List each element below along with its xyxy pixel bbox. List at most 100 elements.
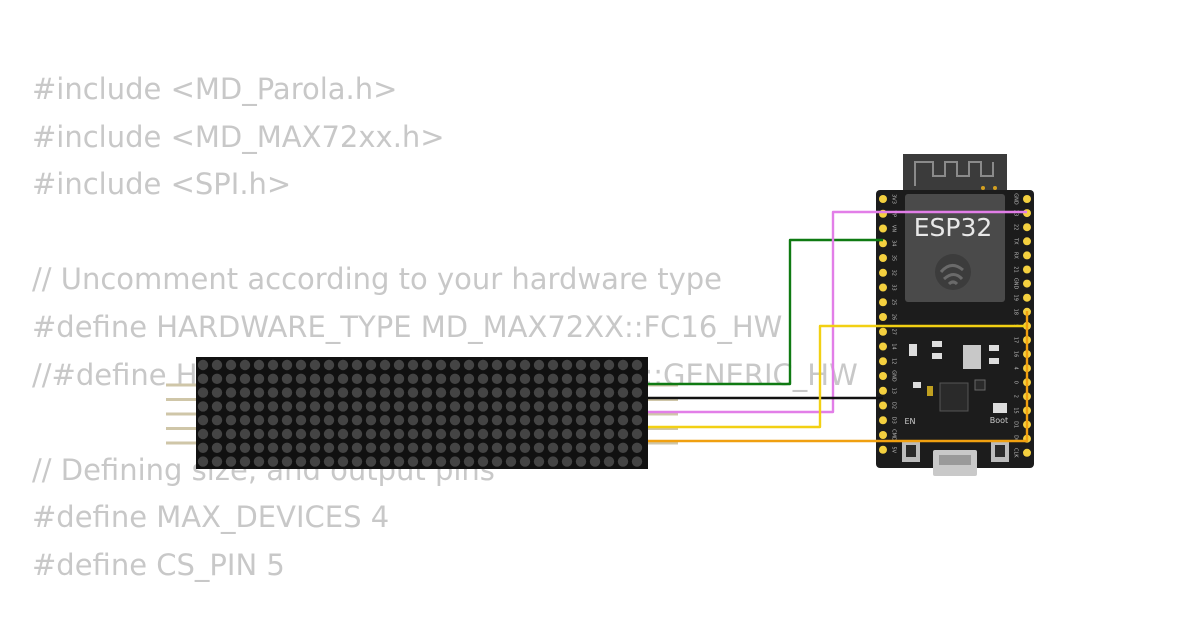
matrix-led — [547, 456, 559, 467]
antenna-area — [903, 154, 1007, 194]
matrix-led — [323, 456, 335, 467]
code-line: #include <MD_MAX72xx.h> — [32, 119, 445, 154]
matrix-led — [589, 359, 601, 371]
pin-label: 2 — [1013, 395, 1019, 398]
matrix-led — [295, 359, 307, 371]
matrix-led — [239, 415, 251, 426]
matrix-led — [491, 415, 503, 426]
smd-component — [989, 345, 999, 351]
matrix-led — [267, 442, 279, 453]
matrix-led — [547, 359, 559, 371]
pin-label: 19 — [1013, 295, 1019, 301]
pin-label: 14 — [891, 343, 897, 349]
matrix-led — [505, 456, 517, 467]
matrix-led — [449, 415, 461, 426]
matrix-led — [309, 359, 321, 371]
matrix-led — [463, 387, 475, 398]
matrix-led — [253, 373, 265, 384]
matrix-led — [547, 428, 559, 440]
pin-pad[interactable] — [879, 416, 887, 425]
pin-pad[interactable] — [879, 386, 887, 395]
matrix-led — [505, 442, 517, 453]
matrix-led — [421, 428, 433, 440]
pin-label: RX — [1013, 252, 1019, 259]
pin-pad[interactable] — [879, 357, 887, 366]
pin-pad[interactable] — [879, 313, 887, 321]
pin-pad[interactable] — [879, 401, 887, 410]
espressif-logo-icon — [935, 254, 971, 290]
pin-pad[interactable] — [879, 239, 887, 248]
pin-pad[interactable] — [879, 298, 887, 307]
matrix-led — [533, 387, 545, 398]
pin-pad[interactable] — [1023, 293, 1031, 302]
matrix-led — [253, 359, 265, 371]
matrix-led — [533, 428, 545, 440]
matrix-led — [463, 456, 475, 467]
pin-label: 12 — [891, 358, 897, 364]
esp32-devkit[interactable]: ESP32 EN Boot 3V3VPVN343532332526271412G… — [876, 154, 1034, 476]
matrix-led-dots — [197, 359, 643, 467]
matrix-led — [197, 456, 209, 467]
matrix-led — [211, 373, 223, 384]
matrix-led — [547, 442, 559, 453]
matrix-led — [295, 456, 307, 467]
led-matrix-module[interactable] — [196, 357, 648, 469]
pin-pad[interactable] — [1023, 265, 1031, 274]
pin-pad[interactable] — [879, 327, 887, 336]
code-line: #define CS_PIN 5 — [32, 547, 285, 582]
wire-clk — [648, 311, 1029, 443]
matrix-led — [561, 373, 573, 384]
pin-label: 16 — [1013, 351, 1019, 357]
matrix-led — [309, 373, 321, 384]
matrix-led — [281, 401, 293, 412]
matrix-led — [211, 415, 223, 426]
matrix-led — [631, 373, 643, 384]
matrix-led — [575, 415, 587, 426]
matrix-led — [491, 428, 503, 440]
pin-pad[interactable] — [879, 431, 887, 439]
matrix-led — [379, 359, 391, 371]
pin-pad[interactable] — [879, 195, 887, 203]
matrix-led — [337, 442, 349, 453]
matrix-led — [295, 442, 307, 453]
pin-pad[interactable] — [1023, 251, 1031, 260]
matrix-led — [309, 387, 321, 398]
matrix-led — [365, 415, 377, 426]
matrix-led — [225, 428, 237, 440]
matrix-led — [407, 359, 419, 371]
smd-component — [932, 353, 942, 359]
pin-pad[interactable] — [1023, 448, 1031, 457]
matrix-led — [561, 359, 573, 371]
pin-pad[interactable] — [1023, 237, 1031, 246]
matrix-led — [589, 428, 601, 440]
pin-label: D3 — [891, 417, 897, 424]
matrix-led — [365, 401, 377, 412]
matrix-led — [617, 373, 629, 384]
pin-pad[interactable] — [879, 445, 887, 454]
pin-pad[interactable] — [1023, 279, 1031, 288]
pin-pad[interactable] — [1023, 195, 1031, 203]
pin-label: 34 — [891, 240, 897, 246]
pin-pad[interactable] — [879, 224, 887, 233]
matrix-led — [463, 373, 475, 384]
matrix-led — [239, 456, 251, 467]
matrix-led — [281, 373, 293, 384]
matrix-led — [449, 428, 461, 440]
wire-din — [648, 238, 883, 386]
matrix-led — [365, 387, 377, 398]
pin-pad[interactable] — [879, 254, 887, 262]
matrix-led — [239, 428, 251, 440]
pin-pad[interactable] — [879, 372, 887, 380]
matrix-led — [631, 456, 643, 467]
antenna-trace — [914, 161, 994, 186]
pin-pad[interactable] — [879, 342, 887, 351]
pin-label: 32 — [891, 270, 897, 276]
pin-pad[interactable] — [1023, 223, 1031, 232]
matrix-led — [393, 428, 405, 440]
matrix-led — [295, 401, 307, 412]
pin-label: GND — [891, 370, 897, 382]
pin-pad[interactable] — [879, 283, 887, 292]
matrix-led — [281, 456, 293, 467]
pin-pad[interactable] — [879, 268, 887, 277]
matrix-led — [533, 415, 545, 426]
